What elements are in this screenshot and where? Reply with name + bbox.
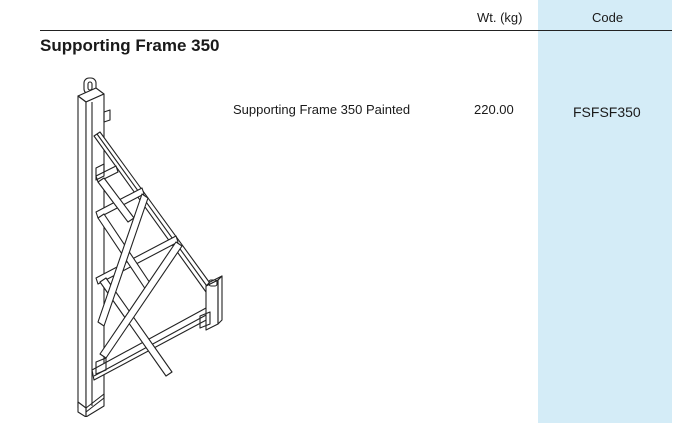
product-name: Supporting Frame 350 Painted [233,102,411,117]
section-title: Supporting Frame 350 [40,36,220,55]
code-column-header: Code [592,10,624,25]
supporting-frame-drawing [77,77,223,417]
header-rule [40,30,672,31]
code-column-highlight [538,0,672,423]
product-code: FSFSF350 [573,104,641,120]
weight-column-header: Wt. (kg) [477,10,523,25]
product-weight: 220.00 [474,102,514,117]
